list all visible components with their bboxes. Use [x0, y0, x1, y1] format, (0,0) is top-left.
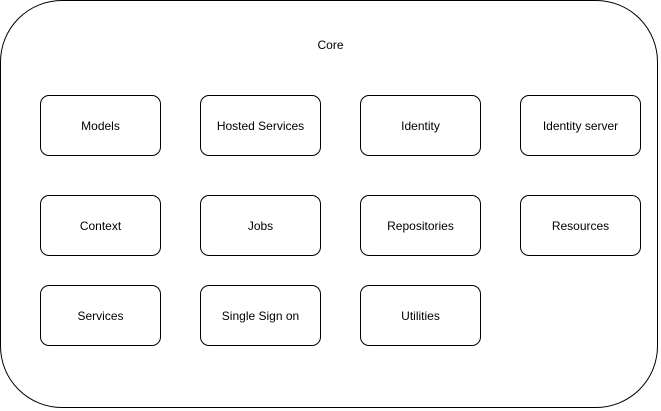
node-jobs: Jobs	[200, 195, 321, 256]
node-services: Services	[40, 285, 161, 346]
node-identity: Identity	[360, 95, 481, 156]
node-identity-server: Identity server	[520, 95, 641, 156]
node-utilities: Utilities	[360, 285, 481, 346]
node-hosted-services: Hosted Services	[200, 95, 321, 156]
node-context: Context	[40, 195, 161, 256]
node-models: Models	[40, 95, 161, 156]
node-repositories: Repositories	[360, 195, 481, 256]
node-single-sign-on: Single Sign on	[200, 285, 321, 346]
core-container-title: Core	[317, 38, 344, 52]
node-resources: Resources	[520, 195, 641, 256]
